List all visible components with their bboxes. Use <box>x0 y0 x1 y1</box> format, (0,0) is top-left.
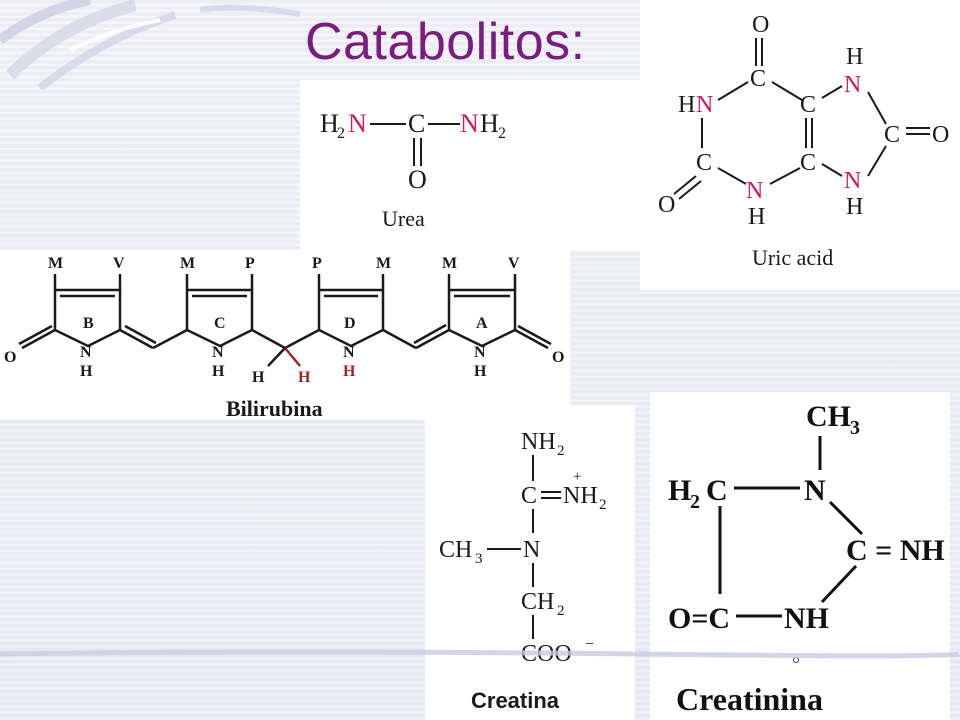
creatine-ch2: CH <box>521 589 554 615</box>
uric-hn-h: H <box>678 92 695 118</box>
bili-n-1: N <box>80 344 92 361</box>
bilirubin-structure: M V M P P M M V <box>4 255 564 420</box>
urea-left-sub: 2 <box>337 125 345 142</box>
bili-sub-8: V <box>508 255 520 272</box>
creatine-nh2: NH <box>521 429 556 455</box>
uric-n-bot-right: N <box>844 168 861 194</box>
creatine-ch3: CH <box>439 537 472 563</box>
creatinine-label: Creatinina <box>676 681 823 717</box>
bili-sub-2: V <box>113 255 125 272</box>
bili-n-3: N <box>343 344 355 361</box>
bili-ring-d: D <box>344 315 356 332</box>
creatinine-o-c: O=C <box>668 602 730 635</box>
bili-sub-3: M <box>180 255 195 272</box>
creatine-nh2-plus-sub: 2 <box>599 497 607 513</box>
creatine-ch3-sub: 3 <box>475 551 483 567</box>
bili-bridge-h-red: H <box>298 369 311 386</box>
uric-c-mid-top: C <box>800 92 816 118</box>
urea-left-h: H <box>320 109 339 138</box>
bili-sub-6: M <box>376 255 391 272</box>
bili-ring-a: A <box>476 315 488 332</box>
decorative-bottom-strip <box>0 649 960 659</box>
uric-h-bottom: H <box>748 204 765 230</box>
uric-o-right: O <box>932 122 949 148</box>
creatine-plus: + <box>573 469 581 485</box>
bili-n-2: N <box>212 344 224 361</box>
uric-n-top-h: H <box>846 44 863 70</box>
bili-bridge-h: H <box>252 369 265 386</box>
urea-c: C <box>408 109 425 138</box>
urea-structure: H 2 N C N H 2 O Urea <box>320 109 506 231</box>
uric-c-right: C <box>884 122 900 148</box>
urea-right-sub: 2 <box>498 125 506 142</box>
uric-o-top: O <box>752 12 769 38</box>
urea-panel: H 2 N C N H 2 O Urea <box>300 80 640 250</box>
uric-h-bot-right: H <box>846 194 863 220</box>
creatine-n: N <box>523 537 540 563</box>
creatinine-nh: NH <box>784 602 829 635</box>
creatinine-ch3-sub: 3 <box>850 417 860 439</box>
creatine-panel: NH 2 C + NH 2 CH 3 N CH 2 COO − Creatina <box>425 405 635 720</box>
slide-title: Catabolitos: <box>305 13 586 71</box>
creatinine-c-nh: C = NH <box>846 534 945 567</box>
urea-o: O <box>408 165 427 194</box>
bili-n-4: N <box>474 344 486 361</box>
bili-sub-7: M <box>442 255 457 272</box>
creatine-label: Creatina <box>471 688 560 713</box>
uric-acid-label: Uric acid <box>752 245 833 270</box>
bili-sub-5: P <box>312 255 322 272</box>
uric-hn-n: N <box>696 92 713 118</box>
bili-o-left: O <box>4 349 16 366</box>
uric-c-top: C <box>750 66 766 92</box>
creatinine-h2c-c: C <box>706 474 728 507</box>
bili-h-4: H <box>474 363 487 380</box>
uric-c-mid-bottom: C <box>800 150 816 176</box>
bili-sub-1: M <box>48 255 63 272</box>
uric-n-top: N <box>844 72 861 98</box>
creatine-c: C <box>521 483 537 509</box>
uric-acid-structure: O C H N C H N C O C O N H C <box>658 12 949 270</box>
bilirubin-panel: M V M P P M M V <box>0 250 570 420</box>
creatine-structure: NH 2 C + NH 2 CH 3 N CH 2 COO − Creatina <box>439 429 607 713</box>
creatinine-h2c-h: H <box>668 474 691 507</box>
uric-acid-panel: O C H N C H N C O C O N H C <box>640 0 960 290</box>
urea-right-h: H <box>480 109 499 138</box>
creatinine-structure: CH 3 H 2 C N C = NH O=C NH Creatinina <box>668 400 945 717</box>
bili-sub-4: P <box>245 255 255 272</box>
bili-h-2: H <box>212 363 225 380</box>
uric-c-left: C <box>696 150 712 176</box>
urea-label: Urea <box>382 206 425 231</box>
bili-ring-b: B <box>83 315 94 332</box>
decorative-swoosh <box>0 0 300 90</box>
urea-n1: N <box>348 109 367 138</box>
uric-n-bottom: N <box>746 178 763 204</box>
creatine-minus: − <box>585 636 594 653</box>
bili-h-1: H <box>80 363 93 380</box>
uric-o-left: O <box>658 192 675 218</box>
bili-h-3-red: H <box>343 363 356 380</box>
bili-ring-c: C <box>214 315 226 332</box>
bilirubin-label: Bilirubina <box>226 396 323 420</box>
urea-n2: N <box>460 109 479 138</box>
bili-o-right: O <box>552 349 564 366</box>
creatine-nh2-sub: 2 <box>557 443 565 459</box>
creatinine-h2c-sub: 2 <box>690 491 700 513</box>
creatine-ch2-sub: 2 <box>557 603 565 619</box>
creatine-nh2-plus: NH <box>563 483 598 509</box>
creatinine-ch3: CH <box>806 400 851 433</box>
creatinine-panel: CH 3 H 2 C N C = NH O=C NH Creatinina <box>650 392 950 720</box>
creatinine-n: N <box>804 474 826 507</box>
